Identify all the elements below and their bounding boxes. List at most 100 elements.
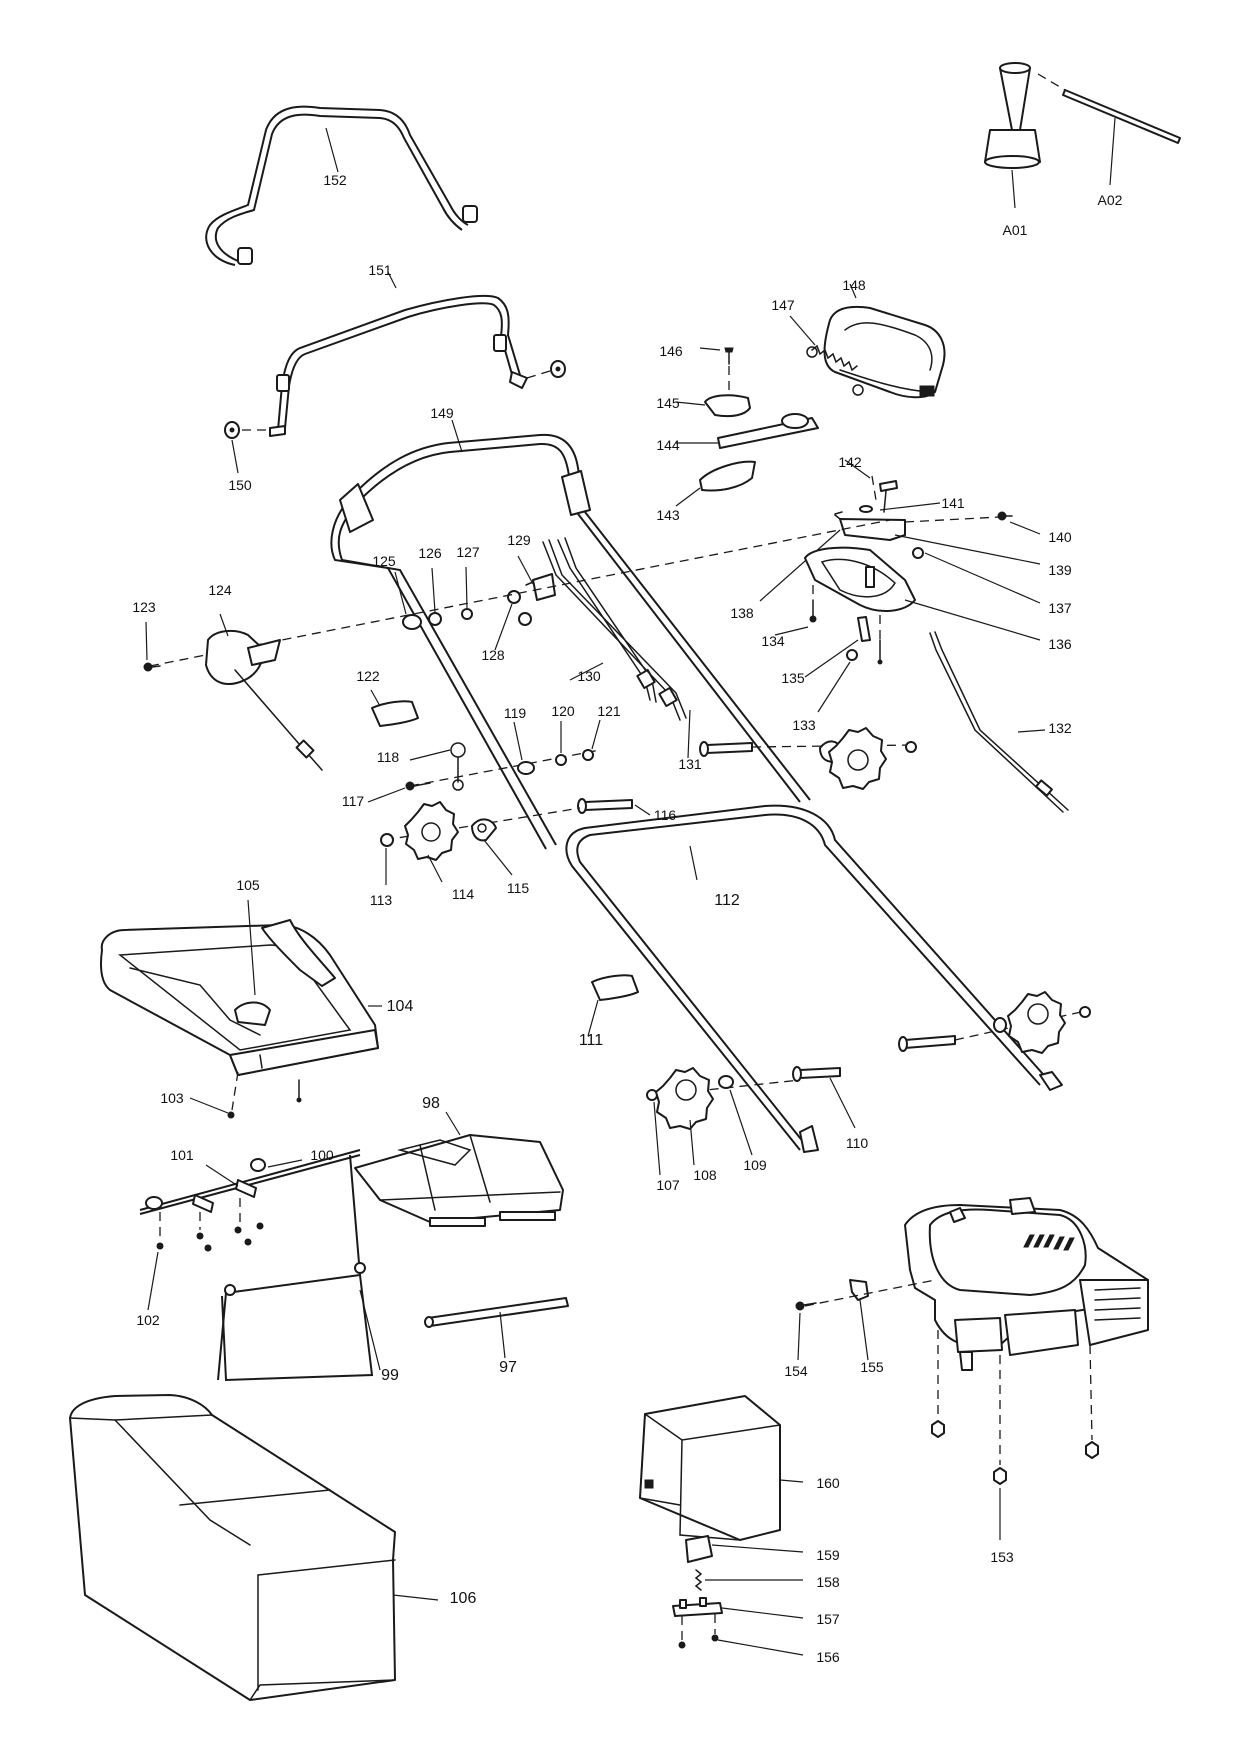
callout-98: 98 [422, 1095, 440, 1112]
cover-148 [823, 305, 946, 399]
cable-130 [542, 539, 687, 721]
quick-release-118 [450, 742, 466, 791]
callout-101: 101 [170, 1147, 194, 1163]
callout-115: 115 [507, 880, 530, 896]
callout-126: 126 [418, 545, 442, 561]
callout-152: 152 [323, 172, 347, 188]
callout-159: 159 [816, 1547, 840, 1563]
callout-109: 109 [743, 1157, 767, 1173]
bolt-upper [699, 741, 753, 757]
callout-110: 110 [846, 1135, 869, 1151]
callout-104: 104 [387, 998, 414, 1015]
callout-107: 107 [656, 1177, 680, 1193]
callout-123: 123 [132, 599, 156, 615]
callout-111: 111 [579, 1032, 603, 1049]
bag-cover-98 [354, 1134, 564, 1227]
callout-145: 145 [656, 395, 680, 411]
washer-125 [402, 614, 422, 630]
callout-139: 139 [1048, 562, 1072, 578]
callout-137: 137 [1048, 600, 1072, 616]
callout-150: 150 [228, 477, 252, 493]
callout-134: 134 [761, 633, 785, 649]
callout-a01: A01 [1003, 222, 1028, 238]
knob-upper [828, 727, 887, 790]
bolt-110 [792, 1066, 841, 1082]
nut-121 [582, 749, 594, 761]
callout-125: 125 [372, 553, 396, 569]
knob-114 [404, 801, 459, 861]
nut-128-a [507, 590, 521, 604]
callout-153: 153 [990, 1549, 1014, 1565]
washer-150 [224, 421, 240, 439]
callout-138: 138 [730, 605, 754, 621]
wrench-bar [1062, 89, 1181, 144]
callout-106: 106 [450, 1590, 477, 1607]
nut-113 [380, 833, 394, 847]
lower-handle-112 [565, 804, 1063, 1153]
screw-123 [143, 662, 161, 672]
nut-upper [905, 741, 917, 753]
screws-156 [678, 1614, 719, 1649]
callout-142: 142 [838, 454, 862, 470]
screw-154 [795, 1301, 817, 1311]
bolt-lower-right [898, 1035, 956, 1052]
callout-133: 133 [792, 717, 816, 733]
bracket-101b [235, 1179, 257, 1198]
screw-117 [405, 781, 431, 791]
handle-bar-152 [205, 105, 478, 266]
washer-126 [428, 612, 442, 626]
nut-137 [912, 547, 924, 559]
washer-lower-right [993, 1017, 1007, 1033]
lever-144 [717, 413, 819, 449]
callout-99: 99 [381, 1367, 399, 1384]
callout-120: 120 [551, 703, 575, 719]
bail-bar-151 [269, 294, 528, 437]
screws-102 [156, 1198, 264, 1252]
callout-103: 103 [160, 1090, 184, 1106]
bracket-101a [192, 1194, 214, 1213]
throttle-124 [205, 629, 323, 771]
callout-127: 127 [456, 544, 480, 560]
callout-100: 100 [310, 1147, 334, 1163]
pin-135 [857, 616, 871, 642]
callout-132: 132 [1048, 720, 1072, 736]
callout-154: 154 [784, 1363, 808, 1379]
handle-grip-105 [261, 919, 336, 987]
screw-146 [724, 347, 734, 365]
callout-119: 119 [504, 705, 527, 721]
washer-150b [550, 360, 566, 378]
plate-157 [672, 1597, 723, 1617]
callout-156: 156 [816, 1649, 840, 1665]
callout-147: 147 [771, 297, 795, 313]
callout-151: 151 [368, 262, 392, 278]
callout-135: 135 [781, 670, 805, 686]
nuts-153 [931, 1330, 1099, 1485]
spring-147 [806, 344, 864, 396]
callout-117: 117 [342, 793, 365, 809]
latch-159 [685, 1535, 713, 1563]
callout-128: 128 [481, 647, 505, 663]
callout-146: 146 [659, 343, 683, 359]
callout-122: 122 [356, 668, 380, 684]
callout-140: 140 [1048, 529, 1072, 545]
washer-102a [145, 1196, 163, 1210]
callout-148: 148 [842, 277, 866, 293]
washer-119 [517, 761, 535, 775]
callout-141: 141 [941, 495, 965, 511]
callout-131: 131 [678, 756, 702, 772]
callout-158: 158 [816, 1574, 840, 1590]
callout-121: 121 [597, 703, 621, 719]
spark-plug-wrench [984, 62, 1041, 169]
bracket-139 [834, 514, 906, 541]
lever-143 [699, 460, 756, 492]
cam-115 [471, 818, 497, 842]
callout-149: 149 [430, 405, 454, 421]
callout-155: 155 [860, 1359, 884, 1375]
spring-158 [694, 1569, 703, 1591]
callout-130: 130 [577, 668, 601, 684]
callout-143: 143 [656, 507, 680, 523]
housing-136 [804, 546, 916, 612]
bolt-116 [577, 798, 633, 814]
